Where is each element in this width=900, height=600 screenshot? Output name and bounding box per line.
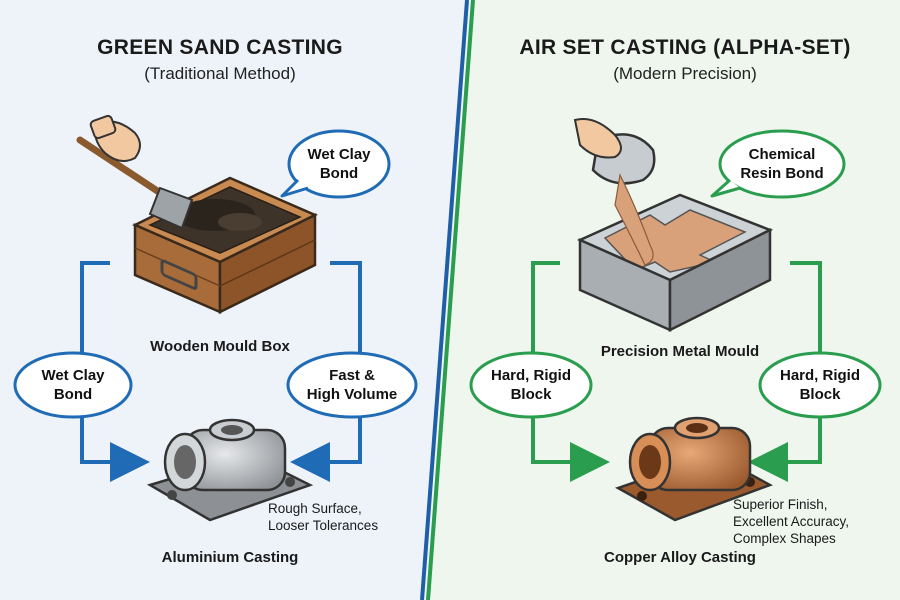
right-title: AIR SET CASTING (ALPHA-SET) xyxy=(519,36,851,59)
bubble-chemical-resin xyxy=(718,129,846,199)
left-subtitle: (Traditional Method) xyxy=(144,64,296,83)
bubble-fast-high-volume xyxy=(286,351,418,419)
aluminium-casting-icon xyxy=(146,418,314,522)
right-subtitle: (Modern Precision) xyxy=(613,64,757,83)
right-top-bubble-text: Chemical Resin Bond xyxy=(740,146,824,182)
precision-metal-mould-icon xyxy=(576,193,774,333)
left-side-bubble-left-text: Wet Clay Bond xyxy=(41,367,105,403)
right-note: Superior Finish, Excellent Accuracy, Com… xyxy=(733,497,850,546)
bubble-hard-rigid-right xyxy=(758,351,882,419)
copper-alloy-casting-icon xyxy=(614,416,774,522)
bubble-hard-rigid-left xyxy=(469,351,593,419)
right-side-bubble-right-text: Hard, Rigid Block xyxy=(779,367,860,403)
wooden-mould-box-icon xyxy=(132,176,318,315)
pouring-hand-icon xyxy=(573,118,656,266)
bubble-wet-clay-side xyxy=(13,351,133,419)
hand-shovel-icon xyxy=(76,114,194,230)
left-mould-label: Wooden Mould Box xyxy=(150,338,290,355)
left-product-label: Aluminium Casting xyxy=(161,549,299,566)
right-product-label: Copper Alloy Casting xyxy=(604,549,756,566)
divider-blue xyxy=(420,0,469,600)
right-mould-label: Precision Metal Mould xyxy=(600,343,760,360)
left-note: Rough Surface, Looser Tolerances xyxy=(268,501,379,533)
bubble-wet-clay-top xyxy=(287,129,391,199)
right-side-bubble-left-text: Hard, Rigid Block xyxy=(490,367,571,403)
left-top-bubble-text: Wet Clay Bond xyxy=(307,146,371,182)
divider-green xyxy=(426,0,475,600)
left-title: GREEN SAND CASTING xyxy=(97,36,343,59)
left-side-bubble-right-text: Fast & High Volume xyxy=(306,367,398,403)
